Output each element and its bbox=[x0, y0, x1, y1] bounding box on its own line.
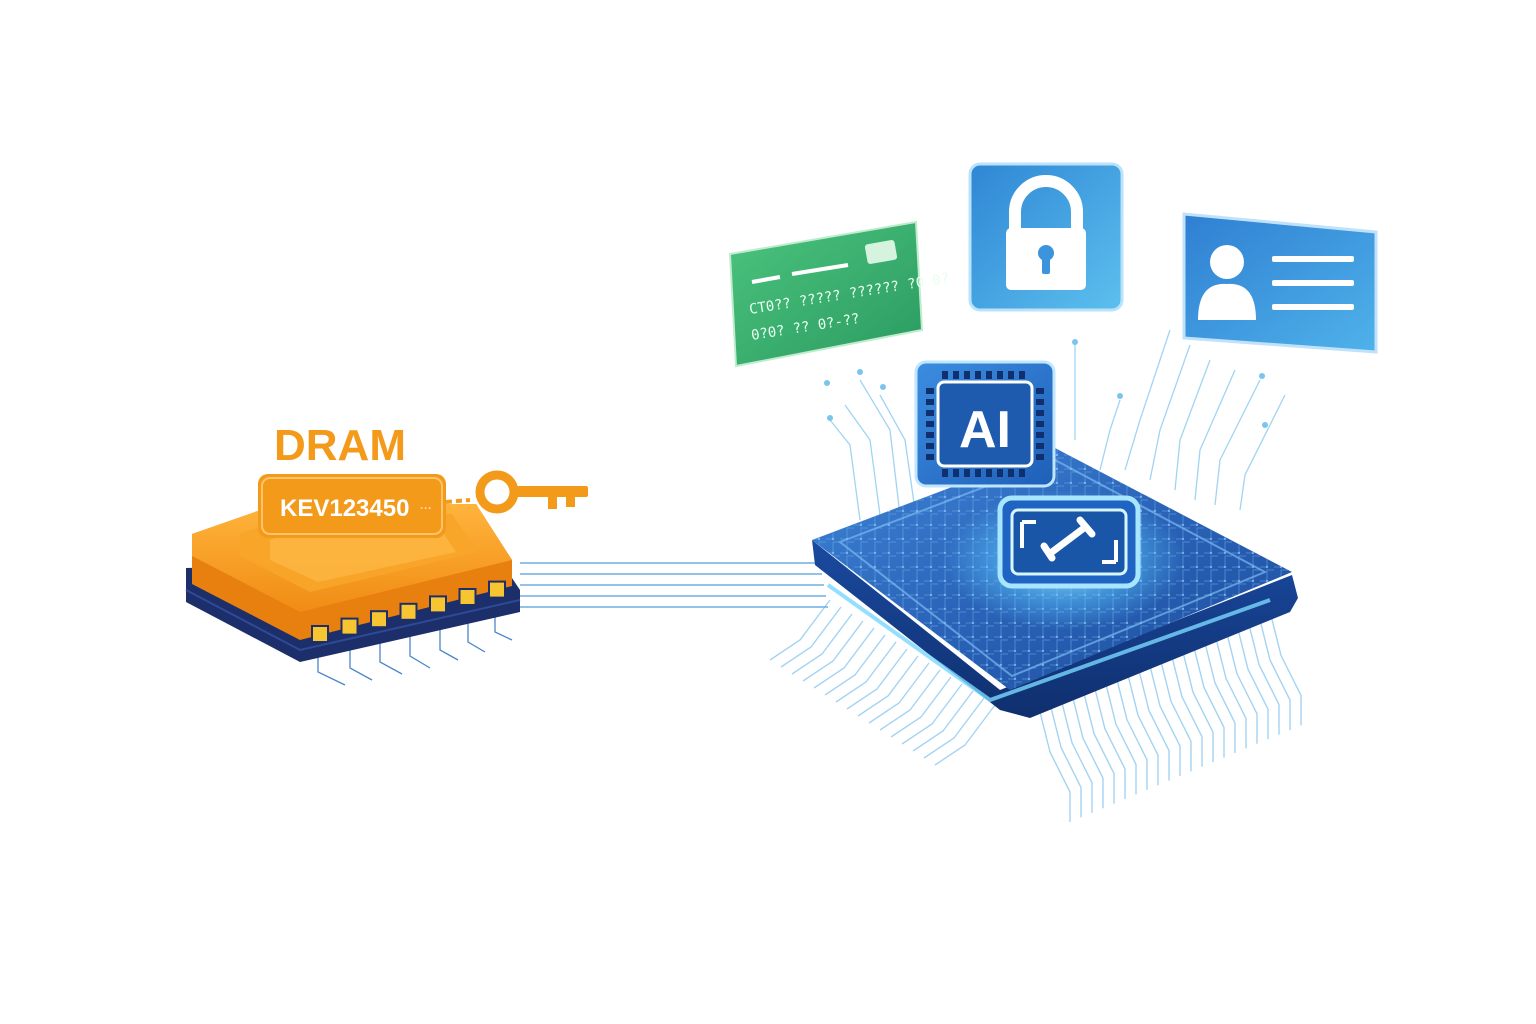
circuit-trace bbox=[769, 599, 831, 661]
circuit-trace bbox=[1171, 656, 1203, 767]
dram-pin bbox=[429, 595, 447, 614]
ai-label: AI bbox=[959, 401, 1011, 459]
ai-chip-pin bbox=[986, 469, 992, 477]
ai-chip-pin bbox=[942, 371, 948, 379]
key-label-suffix: ··· bbox=[420, 501, 432, 515]
circuit-trace bbox=[1270, 615, 1302, 726]
circuit-trace bbox=[1105, 684, 1137, 795]
dram-pin bbox=[370, 610, 388, 629]
settings-panel bbox=[997, 495, 1141, 589]
circuit-trace bbox=[835, 641, 897, 703]
processor-circuit-traces bbox=[769, 599, 1302, 822]
circuit-trace bbox=[1094, 688, 1126, 799]
data-flow-traces bbox=[829, 329, 1286, 521]
circuit-trace bbox=[1116, 679, 1148, 790]
circuit-trace bbox=[1215, 638, 1247, 749]
circuit-trace bbox=[780, 606, 842, 668]
dram-traces bbox=[317, 606, 513, 686]
circuit-trace bbox=[912, 690, 974, 752]
dram-to-processor-connections bbox=[520, 562, 828, 608]
circuit-trace bbox=[1083, 693, 1115, 804]
circuit-trace bbox=[934, 704, 996, 766]
ai-chip-pin bbox=[953, 371, 959, 379]
ai-chip-pin bbox=[1036, 421, 1044, 427]
id-card-icon bbox=[1182, 212, 1378, 354]
circuit-trace bbox=[802, 620, 864, 682]
ai-chip-pin bbox=[1019, 469, 1025, 477]
ai-chip-pin bbox=[997, 371, 1003, 379]
ai-chip-pin bbox=[964, 371, 970, 379]
circuit-trace bbox=[1160, 661, 1192, 772]
ai-chip-pin bbox=[926, 399, 934, 405]
key-icon bbox=[445, 470, 588, 514]
ai-chip-pin bbox=[1008, 469, 1014, 477]
ai-chip-icon: AI bbox=[914, 360, 1056, 488]
circuit-trace bbox=[1072, 698, 1104, 809]
circuit-trace bbox=[879, 669, 941, 731]
circuit-trace bbox=[901, 683, 963, 745]
ai-chip-pin bbox=[964, 469, 970, 477]
dram-pin bbox=[458, 588, 477, 606]
circuit-trace bbox=[857, 655, 919, 717]
key-label-text: KEV123450 bbox=[280, 495, 409, 522]
circuit-trace bbox=[791, 613, 853, 675]
ai-chip-pin bbox=[926, 432, 934, 438]
circuit-trace bbox=[1204, 642, 1236, 753]
circuit-trace bbox=[1193, 647, 1225, 758]
circuit-trace bbox=[1226, 633, 1258, 744]
circuit-trace bbox=[1138, 670, 1170, 781]
circuit-trace bbox=[923, 697, 985, 759]
ai-chip-pin bbox=[975, 469, 981, 477]
ai-chip-pin bbox=[926, 388, 934, 394]
circuit-trace bbox=[813, 627, 875, 689]
circuit-trace bbox=[1050, 707, 1082, 818]
ai-chip-pin bbox=[1036, 410, 1044, 416]
ai-chip-pin bbox=[1008, 371, 1014, 379]
ai-chip-pin bbox=[1036, 388, 1044, 394]
circuit-trace bbox=[846, 648, 908, 710]
ai-chip-pin bbox=[1036, 443, 1044, 449]
circuit-trace bbox=[1061, 702, 1093, 813]
circuit-trace bbox=[1127, 675, 1159, 786]
circuit-trace bbox=[1182, 652, 1214, 763]
circuit-trace bbox=[1149, 665, 1181, 776]
wrench-icon bbox=[1040, 516, 1096, 562]
ai-chip-pin bbox=[1036, 399, 1044, 405]
data-flow-dots bbox=[824, 339, 1268, 428]
ai-chip-pin bbox=[1019, 371, 1025, 379]
person-icon bbox=[1198, 245, 1256, 320]
dram-pin bbox=[399, 602, 418, 621]
ai-chip-pin bbox=[942, 469, 948, 477]
circuit-trace bbox=[1237, 629, 1269, 740]
processor-side bbox=[812, 540, 1298, 718]
ai-chip-pin bbox=[1036, 454, 1044, 460]
dram-pins bbox=[311, 580, 506, 643]
dram-pin bbox=[488, 580, 506, 599]
dram-pin bbox=[311, 625, 329, 643]
padlock-icon bbox=[968, 162, 1124, 312]
ai-chip-pin bbox=[986, 371, 992, 379]
circuit-trace bbox=[1039, 711, 1071, 822]
ai-chip-pin bbox=[926, 443, 934, 449]
processor-chip bbox=[812, 448, 1298, 718]
ai-chip-pin bbox=[953, 469, 959, 477]
ai-chip-pin bbox=[997, 469, 1003, 477]
circuit-trace bbox=[824, 634, 886, 696]
circuit-trace bbox=[868, 662, 930, 724]
ai-chip-pin bbox=[926, 421, 934, 427]
circuit-trace bbox=[1259, 619, 1291, 730]
credit-card-icon: CT0?? ????? ?????? ?0 0? 0?0? ?? 0?-?? bbox=[728, 220, 950, 368]
dram-title: DRAM bbox=[274, 421, 406, 470]
dram-chip: DRAM KEV123450 ··· bbox=[185, 421, 588, 686]
circuit-trace bbox=[1248, 624, 1280, 735]
circuit-trace bbox=[890, 676, 952, 738]
ai-chip-pin bbox=[926, 454, 934, 460]
key-label-plate bbox=[258, 474, 446, 538]
ai-chip-pin bbox=[1036, 432, 1044, 438]
ai-chip-pins bbox=[926, 371, 1044, 477]
ai-chip-pin bbox=[926, 410, 934, 416]
ai-chip-pin bbox=[975, 371, 981, 379]
dram-pin bbox=[340, 617, 359, 636]
